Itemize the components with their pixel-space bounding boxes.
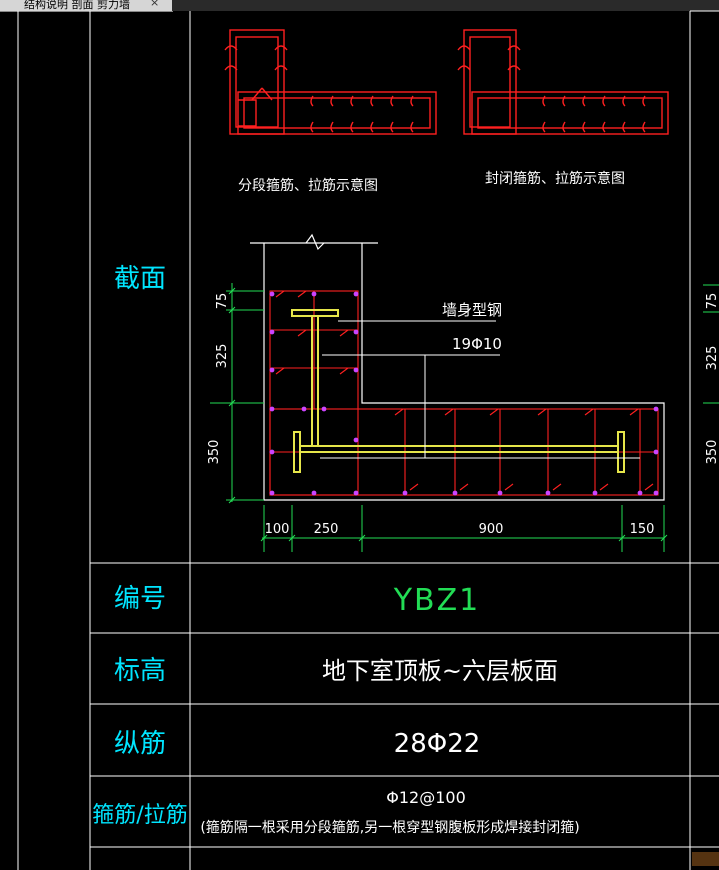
rebar-dots	[269, 291, 659, 496]
callout-leaders	[322, 320, 500, 458]
file-tab-label: 结构说明 剖面 剪力墙	[24, 0, 130, 11]
dim-v-325: 325	[215, 344, 230, 369]
row-label-elevation: 标高	[114, 656, 166, 686]
dim-h-250: 250	[314, 522, 339, 537]
elevation-value: 地下室顶板~六层板面	[322, 657, 558, 685]
right-dim-350: 350	[705, 440, 719, 465]
corner-watermark	[692, 852, 719, 866]
right-dim-75: 75	[705, 293, 719, 310]
row-label-section: 截面	[114, 264, 166, 294]
closed-stirrup-schematic	[457, 29, 669, 135]
row-label-stirrups: 箍筋/拉筋	[92, 803, 187, 828]
dim-h-100: 100	[265, 522, 290, 537]
dim-h-900: 900	[479, 522, 504, 537]
stirrup-note: (箍筋隔一根采用分段箍筋,另一根穿型钢腹板形成焊接封闭箍)	[200, 819, 579, 836]
row-label-number: 编号	[114, 584, 166, 614]
row-label-longitudinal: 纵筋	[114, 729, 166, 759]
table-grid	[17, 10, 719, 870]
dimension-lines	[210, 283, 668, 552]
dim-v-350: 350	[207, 440, 222, 465]
longitudinal-value: 28Φ22	[394, 729, 481, 759]
close-icon[interactable]: ×	[150, 0, 160, 9]
stirrup-spec: Φ12@100	[386, 788, 466, 807]
rebar-cage	[269, 290, 659, 496]
section-outline	[250, 233, 665, 501]
caption-closed: 封闭箍筋、拉筋示意图	[485, 170, 625, 187]
embedded-steel	[291, 309, 640, 473]
caption-segmented: 分段箍筋、拉筋示意图	[238, 177, 378, 194]
dim-h-150: 150	[630, 522, 655, 537]
right-partial-dims	[703, 284, 719, 404]
right-dim-325: 325	[705, 346, 719, 371]
callout-tie: 19Φ10	[452, 335, 502, 353]
callout-steel: 墙身型钢	[442, 301, 502, 319]
component-number: YBZ1	[393, 583, 481, 618]
segmented-stirrup-schematic	[224, 29, 437, 135]
tab-strip	[172, 0, 719, 11]
dim-v-75: 75	[215, 293, 230, 310]
